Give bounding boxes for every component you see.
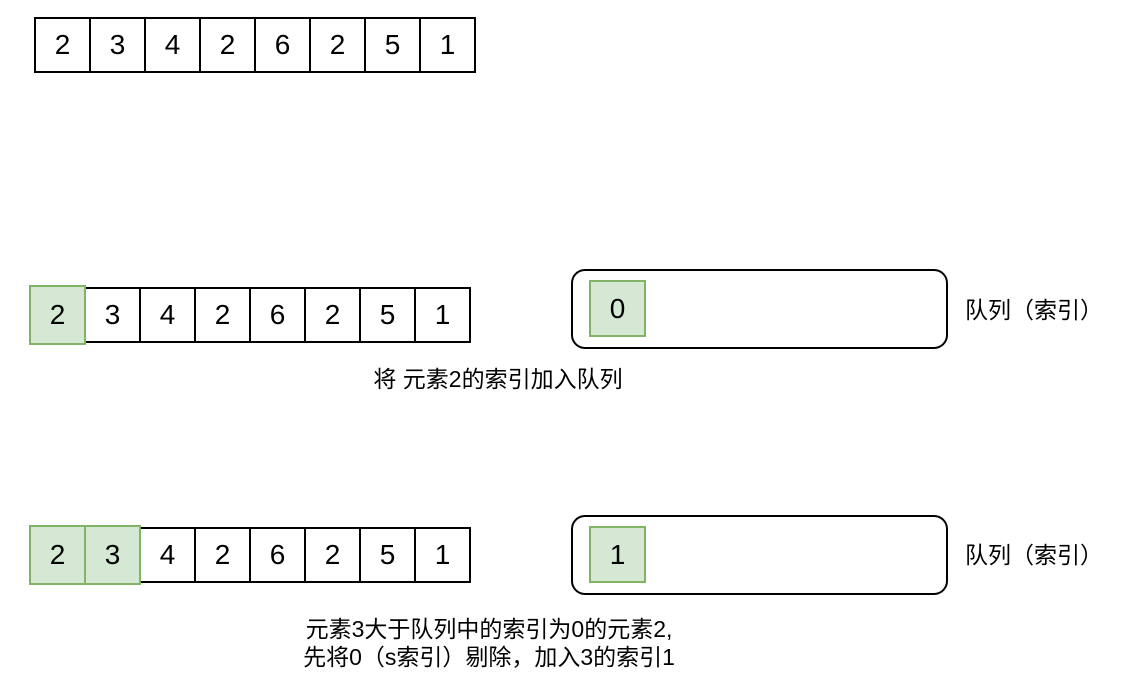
array-cell: 3 [89,17,146,73]
caption-step2-line2: 先将0（s索引）剔除，加入3的索引1 [303,644,675,670]
array-cell: 4 [139,527,196,583]
array-cell: 1 [414,527,471,583]
array-cell: 5 [359,287,416,343]
array-cell: 5 [364,17,421,73]
array-step1: 2 3 4 2 6 2 5 1 [29,285,471,347]
array-cell: 3 [84,287,141,343]
caption-step2: 元素3大于队列中的索引为0的元素2, 先将0（s索引）剔除，加入3的索引1 [303,615,675,671]
array-cell-highlighted: 2 [29,525,86,585]
queue-step1: 0 [571,269,948,349]
queue-label: 队列（索引） [965,297,1103,323]
array-cell: 2 [194,527,251,583]
array-cell: 6 [249,527,306,583]
array-cell: 2 [199,17,256,73]
queue-step2: 1 [571,515,948,595]
array-cell: 2 [304,527,361,583]
array-cell: 2 [194,287,251,343]
caption-step1: 将 元素2的索引加入队列 [373,366,623,392]
array-cell: 2 [304,287,361,343]
queue-item: 0 [589,280,646,337]
array-cell: 5 [359,527,416,583]
array-step2: 2 3 4 2 6 2 5 1 [29,525,471,587]
array-cell: 2 [34,17,91,73]
array-cell-highlighted: 2 [29,285,86,345]
caption-step2-line1: 元素3大于队列中的索引为0的元素2, [305,616,673,642]
input-array-top: 2 3 4 2 6 2 5 1 [34,17,476,73]
array-cell: 2 [309,17,366,73]
array-cell: 6 [254,17,311,73]
array-cell: 4 [139,287,196,343]
queue-item: 1 [589,526,646,583]
array-cell: 1 [414,287,471,343]
array-cell: 4 [144,17,201,73]
array-cell: 6 [249,287,306,343]
array-cell: 1 [419,17,476,73]
queue-label: 队列（索引） [965,542,1103,568]
array-cell-highlighted: 3 [84,525,141,585]
